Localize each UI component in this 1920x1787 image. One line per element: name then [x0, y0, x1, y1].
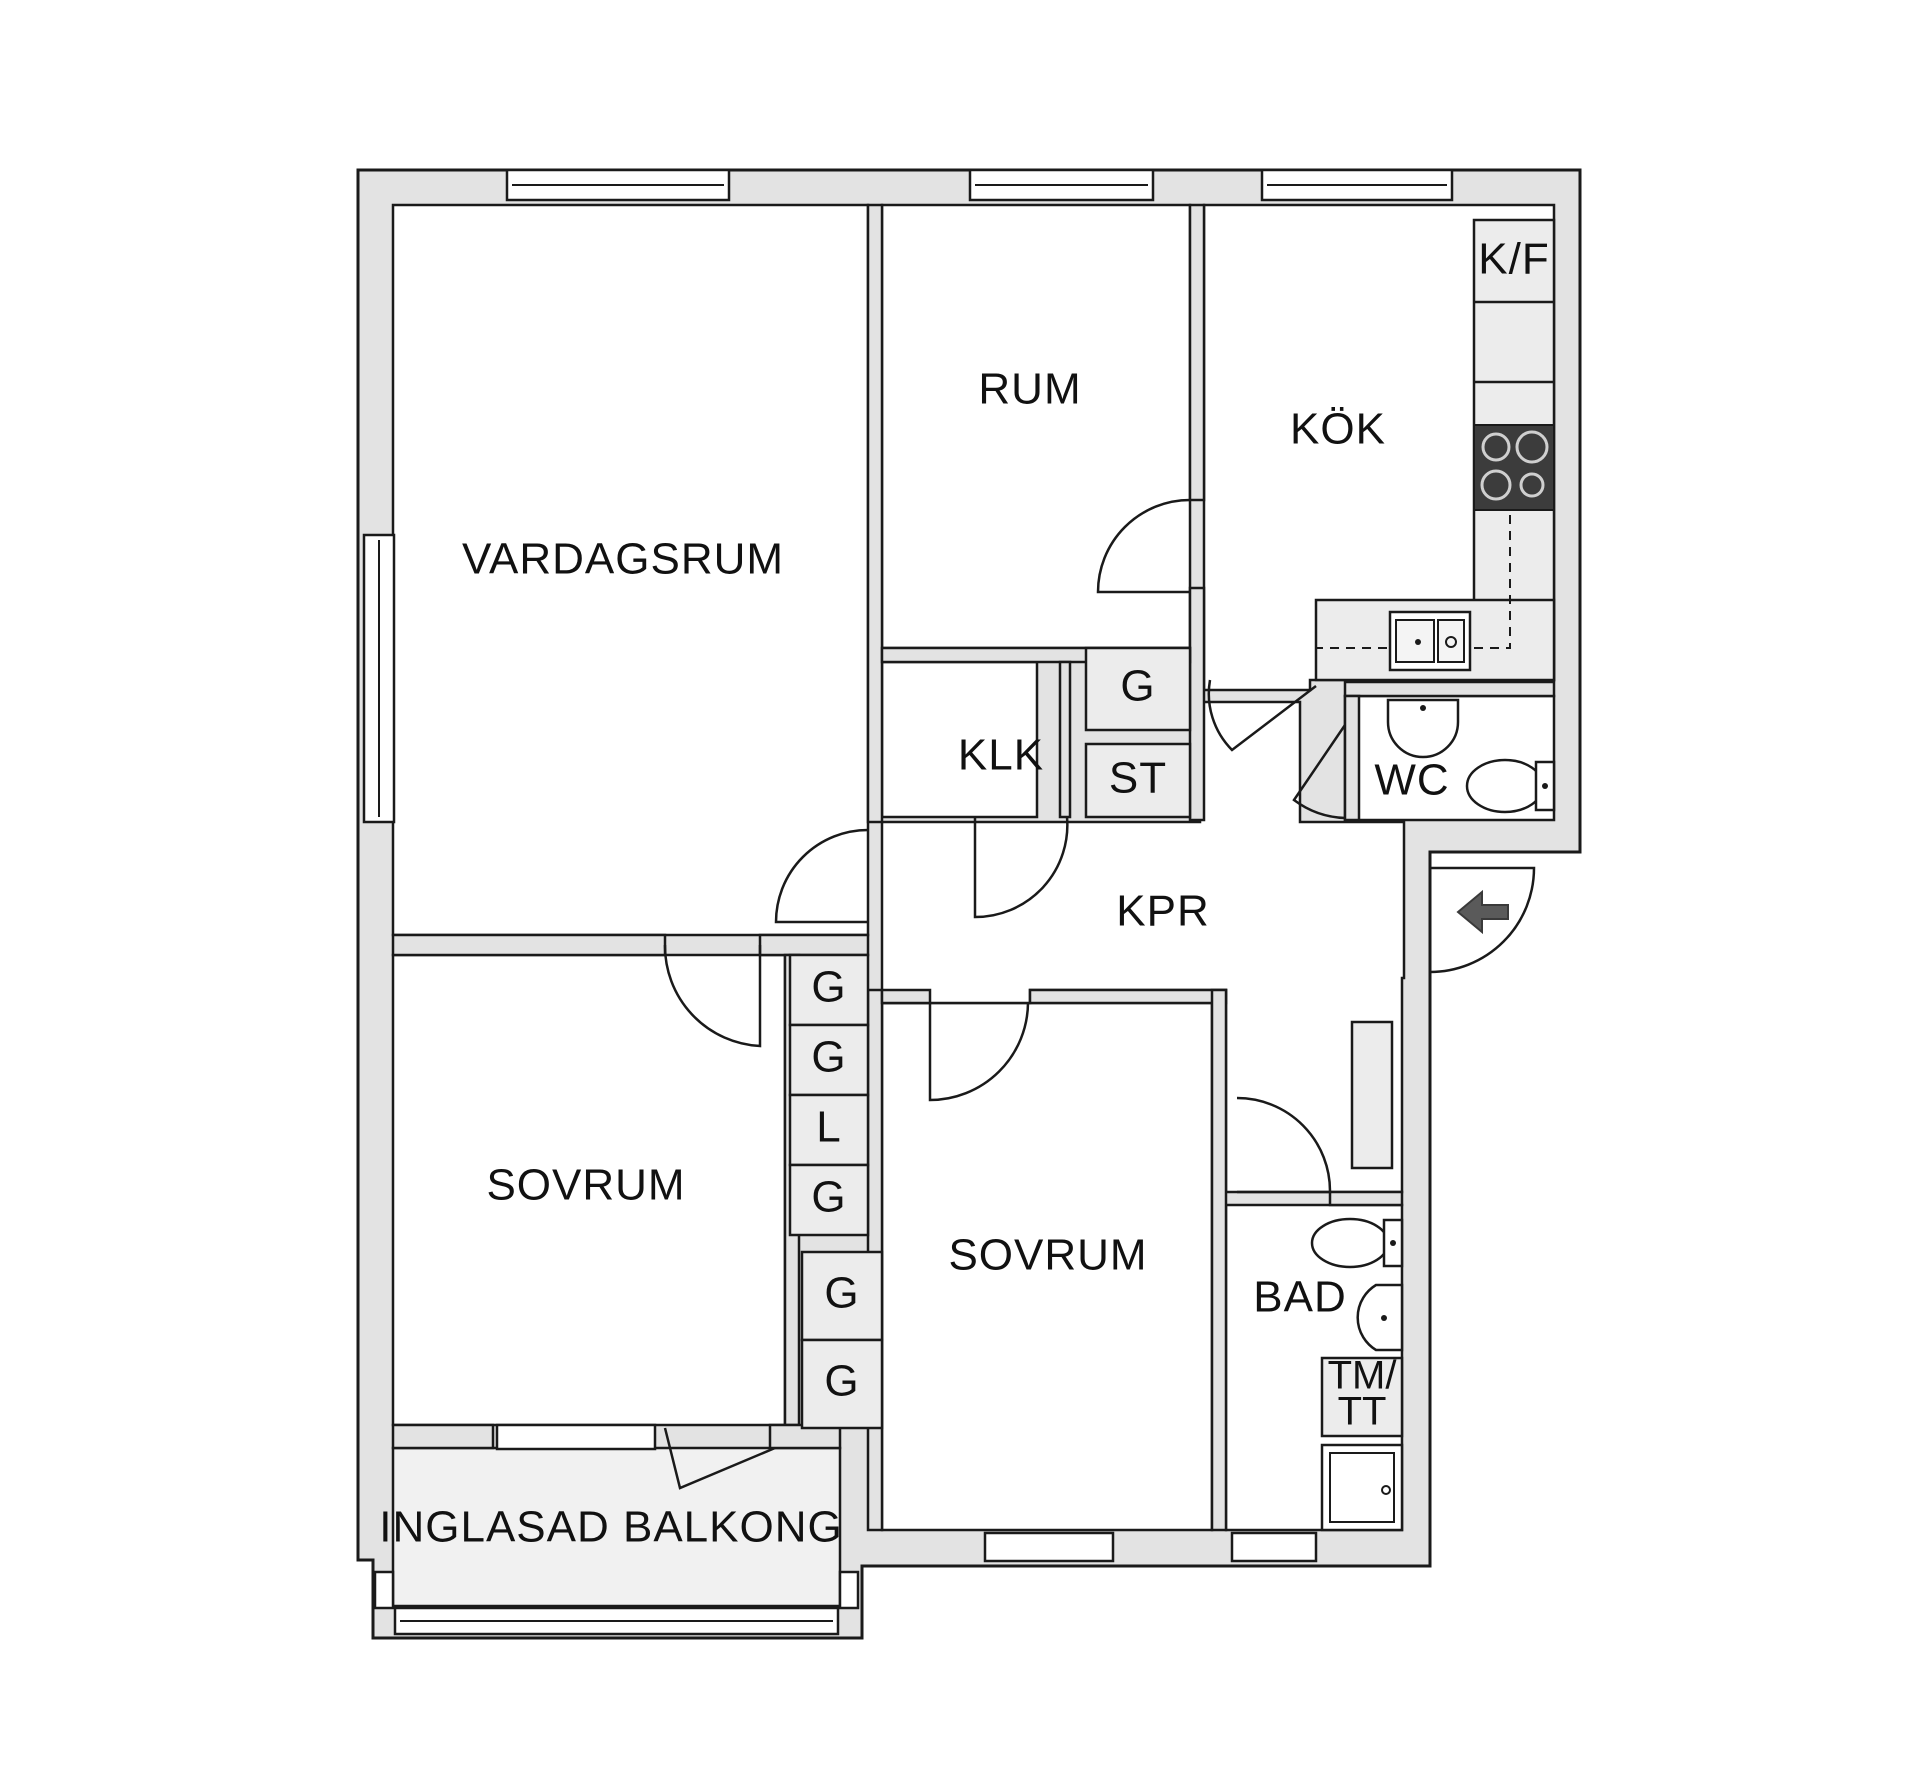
wall-vard-sov	[391, 933, 667, 957]
closet-col2-2-label: G	[824, 1357, 859, 1406]
window-sovmid-bottom	[983, 1531, 1115, 1563]
wall-sovmid-top-r	[1028, 988, 1228, 1005]
wall-rum-kok	[1188, 203, 1206, 502]
closet-g-upper-label: G	[1120, 662, 1155, 711]
entrance-arrow-icon	[1456, 889, 1509, 935]
label-sovrum-mid: SOVRUM	[948, 1231, 1147, 1280]
label-rum: RUM	[978, 365, 1081, 414]
kpr-wardrobe	[1350, 1020, 1394, 1170]
door-rum[interactable]	[1096, 498, 1191, 594]
window-sov-balk	[495, 1423, 657, 1451]
closet-col1-1-label: G	[811, 963, 846, 1012]
door-balkong[interactable]	[663, 1427, 776, 1490]
closet-col2-1	[800, 1250, 884, 1342]
closet-col1-2	[788, 1023, 870, 1097]
wall-vard-rum	[866, 203, 884, 824]
wall-wc-top	[1343, 680, 1556, 698]
label-wc: WC	[1374, 756, 1449, 805]
closet-col1-3	[788, 1093, 870, 1167]
door-sovmid[interactable]	[928, 1002, 1030, 1102]
closet-col1-3-label: L	[816, 1103, 841, 1152]
door-wc[interactable]	[1292, 724, 1347, 820]
closet-col1-4-label: G	[811, 1173, 846, 1222]
tm-tt-label-1: TM/	[1328, 1354, 1398, 1398]
washbasin-icon	[1386, 698, 1460, 759]
bad-washbasin-icon	[1356, 1283, 1404, 1352]
tm-tt-label-2: TT	[1338, 1390, 1387, 1434]
wall-vard-sov-r	[758, 933, 870, 957]
shower-icon	[1320, 1443, 1404, 1532]
door-sovleft[interactable]	[663, 944, 762, 1048]
door-bad[interactable]	[1236, 1096, 1332, 1194]
door-entrance[interactable]	[1429, 866, 1536, 974]
closet-g-upper-box	[1084, 646, 1192, 732]
door-kok[interactable]	[1207, 679, 1317, 752]
label-kpr: KPR	[1116, 887, 1209, 936]
wall-balk-top-l	[391, 1423, 495, 1450]
wall-sovmid-top-l	[880, 988, 932, 1005]
toilet-icon	[1465, 758, 1556, 814]
label-klk: KLK	[958, 731, 1044, 780]
wall-klk-right	[1058, 660, 1072, 819]
window-bad-bottom	[1230, 1531, 1318, 1563]
closet-col1-4	[788, 1163, 870, 1237]
label-inglasad-balkong: INGLASAD BALKONG	[379, 1503, 842, 1552]
closet-st-label: ST	[1109, 754, 1167, 803]
closet-col1-1	[788, 953, 870, 1027]
counter-dashed-edge	[1316, 515, 1511, 649]
door-klk[interactable]	[973, 816, 1069, 919]
wall-wc-left	[1343, 694, 1361, 822]
window-balk-left	[373, 1570, 395, 1610]
window-balk-right	[838, 1570, 860, 1610]
door-vard[interactable]	[774, 828, 869, 924]
closet-col2-2	[800, 1338, 884, 1430]
closet-col2-1-label: G	[824, 1269, 859, 1318]
wall-sovmid-right	[1210, 988, 1228, 1532]
balkong-floor	[391, 1446, 842, 1608]
kitchen-sink-icon	[1388, 610, 1472, 672]
rum-floor	[880, 203, 1192, 650]
label-kok: KÖK	[1290, 405, 1386, 454]
closet-col1-2-label: G	[811, 1033, 846, 1082]
wall-rum-kok-lower	[1188, 586, 1206, 822]
wall-bad-top	[1328, 1190, 1404, 1207]
bad-toilet-icon	[1310, 1217, 1404, 1269]
label-vardagsrum: VARDAGSRUM	[462, 535, 784, 584]
closet-st-box	[1084, 742, 1192, 819]
tm-tt-box	[1320, 1356, 1404, 1438]
label-bad: BAD	[1253, 1273, 1346, 1322]
stove-icon	[1473, 424, 1555, 511]
label-sovrum-left: SOVRUM	[486, 1161, 685, 1210]
vardagsrum-floor	[391, 203, 870, 937]
kf-label: K/F	[1478, 235, 1549, 284]
